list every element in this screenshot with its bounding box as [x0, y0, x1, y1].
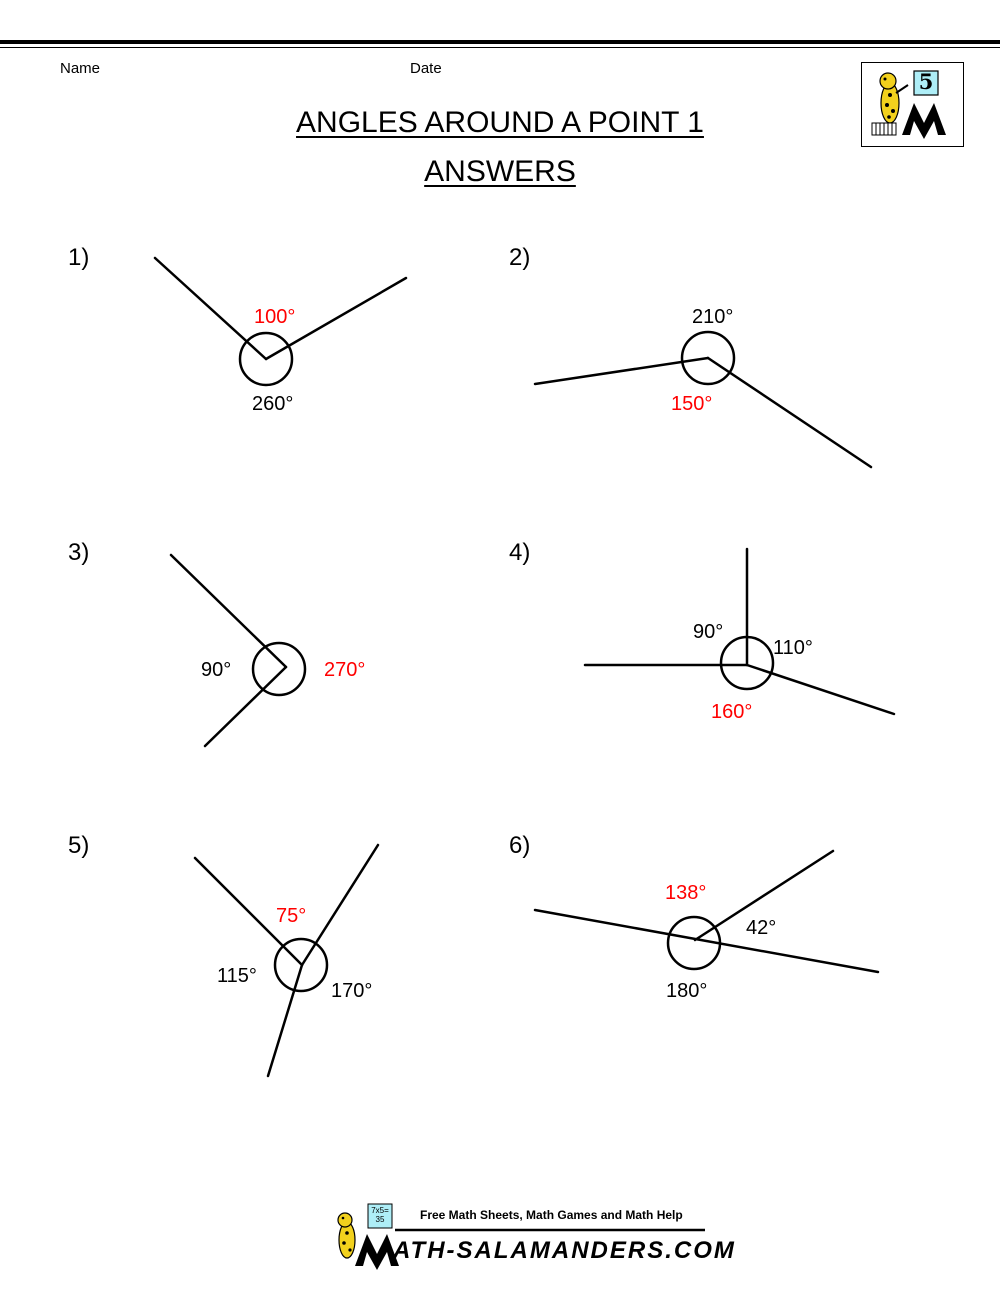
angle-label: 160°: [711, 701, 753, 723]
diagram-4: [583, 547, 896, 716]
angle-label: 170°: [331, 980, 373, 1002]
angle-label: 270°: [324, 659, 366, 681]
diagram-3: [169, 553, 307, 748]
logo-badge-number: 5: [918, 69, 934, 94]
page-subtitle: ANSWERS: [424, 155, 576, 188]
question-1-number: 1): [68, 244, 90, 271]
top-rule: [0, 40, 1000, 44]
angle-label: 75°: [276, 905, 307, 927]
question-5-number: 5): [68, 832, 90, 859]
angle-label: 138°: [665, 882, 707, 904]
diagram-5: [193, 843, 380, 1078]
page-title: ANGLES AROUND A POINT 1: [296, 106, 704, 139]
salamander-footer-icon: 7x5= 35: [325, 1200, 710, 1272]
question-3-number: 3): [68, 539, 90, 566]
angle-label: 110°: [773, 637, 813, 659]
footer-badge-text: 7x5= 35: [371, 1206, 389, 1224]
angle-label: 150°: [671, 393, 713, 415]
footer-site-name[interactable]: ATH-SALAMANDERS.COM: [393, 1237, 736, 1264]
angle-label: 90°: [693, 621, 724, 643]
angle-label: 260°: [252, 393, 294, 415]
diagram-6: [533, 849, 880, 974]
angle-label: 100°: [254, 306, 296, 328]
question-4-number: 4): [509, 539, 531, 566]
angle-label: 42°: [746, 917, 777, 939]
salamander-logo-icon: 5: [861, 62, 964, 147]
angle-label: 115°: [217, 965, 257, 987]
date-label: Date: [410, 60, 442, 77]
angle-label: 180°: [666, 980, 708, 1002]
diagram-1: [153, 256, 408, 387]
top-rule-thin: [0, 47, 1000, 48]
question-6-number: 6): [509, 832, 531, 859]
diagram-2: [533, 330, 873, 469]
angle-label: 90°: [201, 659, 232, 681]
question-2-number: 2): [509, 244, 531, 271]
name-label: Name: [60, 60, 101, 77]
footer-tagline: Free Math Sheets, Math Games and Math He…: [420, 1208, 683, 1222]
angle-label: 210°: [692, 306, 734, 328]
